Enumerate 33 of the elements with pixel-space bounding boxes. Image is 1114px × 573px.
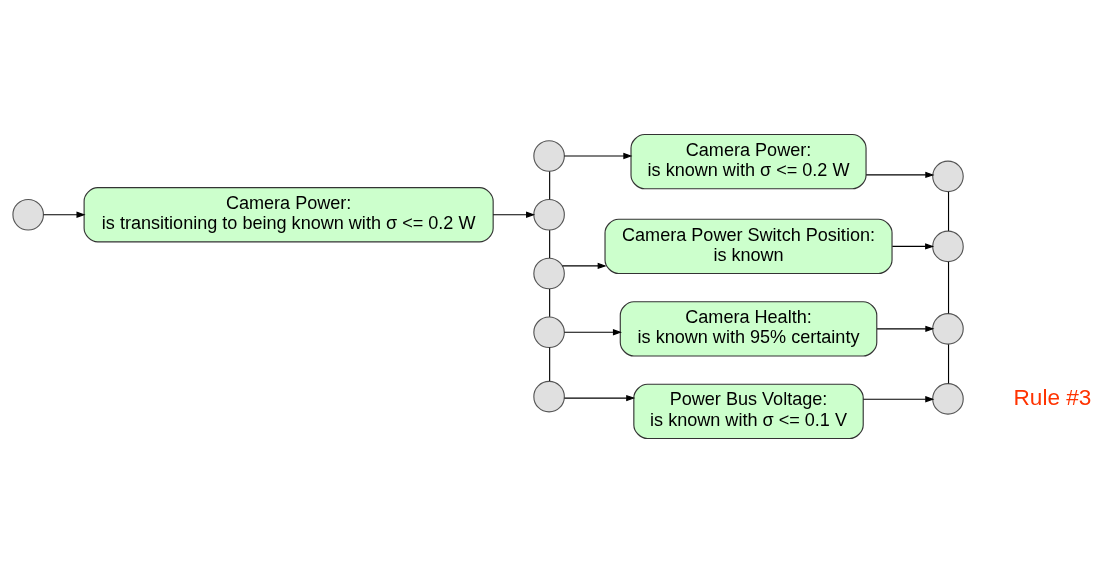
node-circle	[12, 198, 44, 231]
node-circle	[533, 380, 565, 413]
node-circle	[533, 140, 565, 172]
node-circle	[932, 160, 964, 193]
node-circle	[932, 230, 964, 263]
arrow	[865, 171, 935, 179]
arrow	[862, 396, 935, 403]
arrow	[891, 243, 935, 250]
node-box: Power Bus Voltage: is known with σ <= 0.1 V	[633, 383, 864, 440]
node-box: Camera Health: is known with 95% certainty	[619, 301, 878, 357]
node-circle	[533, 257, 565, 290]
arrow	[563, 152, 633, 160]
arrow	[563, 394, 636, 402]
connector	[947, 343, 950, 384]
connector	[549, 346, 551, 382]
node-circle	[932, 313, 964, 345]
label: Rule #3	[1013, 384, 1092, 410]
node-circle	[533, 316, 565, 349]
arrow	[492, 211, 536, 218]
connector	[549, 170, 551, 200]
connector	[947, 261, 950, 314]
connector	[549, 288, 551, 318]
node-box: Camera Power: is known with σ <= 0.2 W	[630, 133, 867, 190]
node-box: Camera Power: is transitioning to being known with σ <= 0.2 W	[83, 187, 494, 243]
connector	[549, 229, 551, 259]
node-circle	[932, 383, 964, 415]
node-circle	[533, 198, 565, 231]
arrow	[563, 329, 622, 336]
node-box: Camera Power Switch Position: is known	[604, 218, 893, 275]
arrow	[876, 325, 935, 333]
arrow	[561, 262, 607, 270]
arrow	[43, 211, 86, 218]
connector	[947, 191, 950, 232]
